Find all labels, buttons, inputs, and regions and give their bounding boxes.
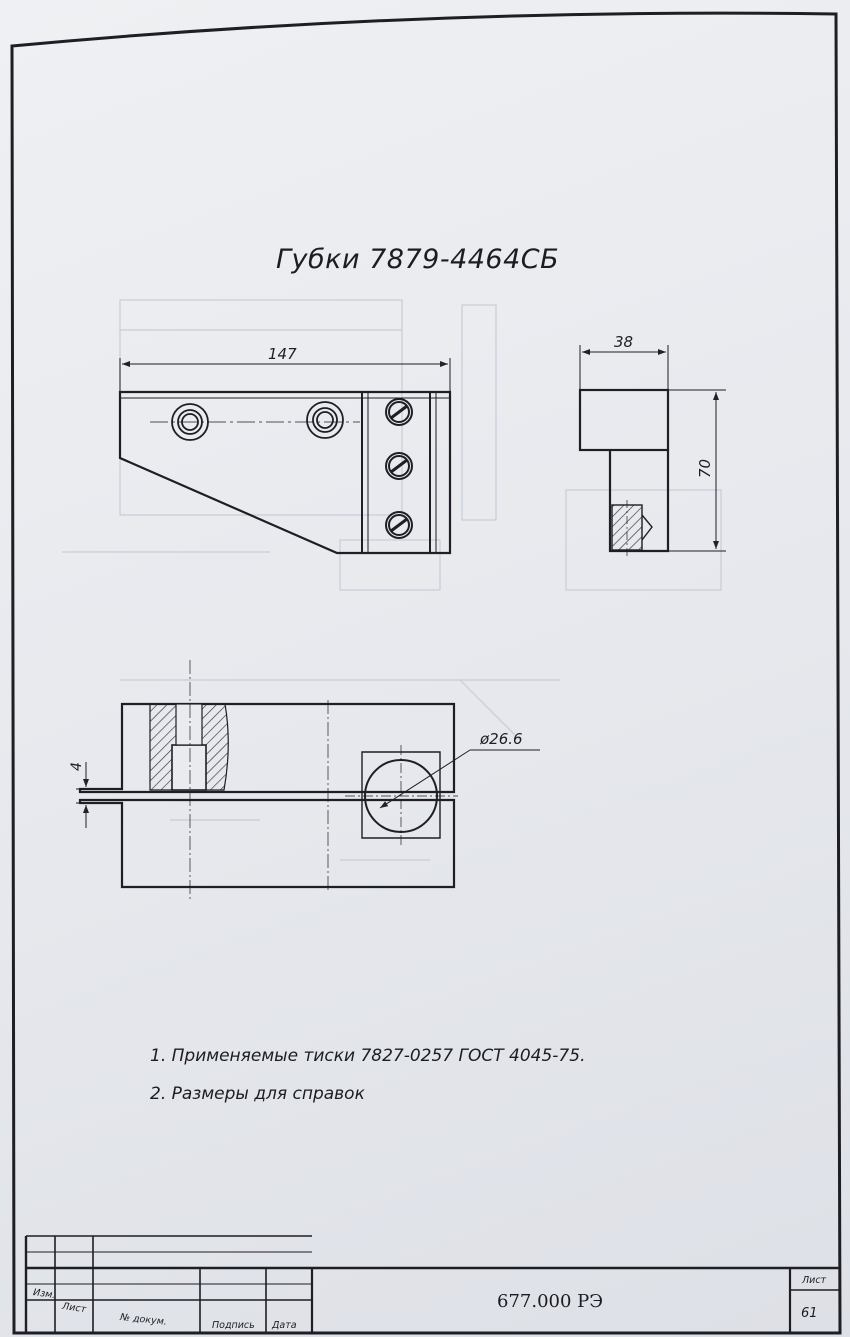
- dimension-width-label: 38: [614, 333, 633, 351]
- note-2: 2. Размеры для справок: [150, 1084, 365, 1104]
- upper-jaw-outline: [78, 702, 456, 794]
- dimension-height-label: 70: [696, 459, 714, 478]
- side-upper-block: [578, 388, 670, 452]
- col-list: Лист: [60, 1301, 87, 1315]
- countersunk-hole-left: [171, 403, 209, 441]
- title-block: [24, 1235, 840, 1333]
- document-number: 677.000 РЭ: [497, 1291, 604, 1312]
- title-block-labels: Изм. Лист № докум. Подпись Дата Лист: [32, 1275, 826, 1331]
- front-view: [118, 358, 452, 555]
- diameter-leader: [379, 749, 471, 809]
- col-doc: № докум.: [119, 1312, 168, 1328]
- dimension-length-label: 147: [268, 345, 297, 363]
- sheet-frame: [10, 11, 842, 1335]
- bore-pocket: [361, 751, 441, 839]
- sheet-number: 61: [801, 1306, 818, 1321]
- bleed-through-marks: [62, 299, 722, 861]
- dimension-gap-label: 4: [69, 762, 85, 771]
- side-view: [578, 345, 726, 556]
- note-1: 1. Применяемые тиски 7827-0257 ГОСТ 4045…: [150, 1046, 586, 1066]
- lower-jaw-outline: [78, 798, 456, 889]
- col-sign: Подпись: [212, 1320, 255, 1331]
- col-izm: Изм.: [32, 1287, 56, 1301]
- pin-section: [171, 744, 207, 791]
- jaw-front-outline: [118, 390, 452, 555]
- screw-heads: [385, 398, 413, 539]
- col-date: Дата: [271, 1320, 297, 1331]
- countersunk-hole-right: [306, 401, 344, 439]
- side-lower-block: [608, 450, 670, 553]
- dimension-diameter-label: ø26.6: [479, 730, 523, 748]
- drawing-title: Губки 7879-4464СБ: [276, 244, 560, 275]
- top-view: [76, 660, 540, 900]
- sheet-label: Лист: [801, 1275, 827, 1286]
